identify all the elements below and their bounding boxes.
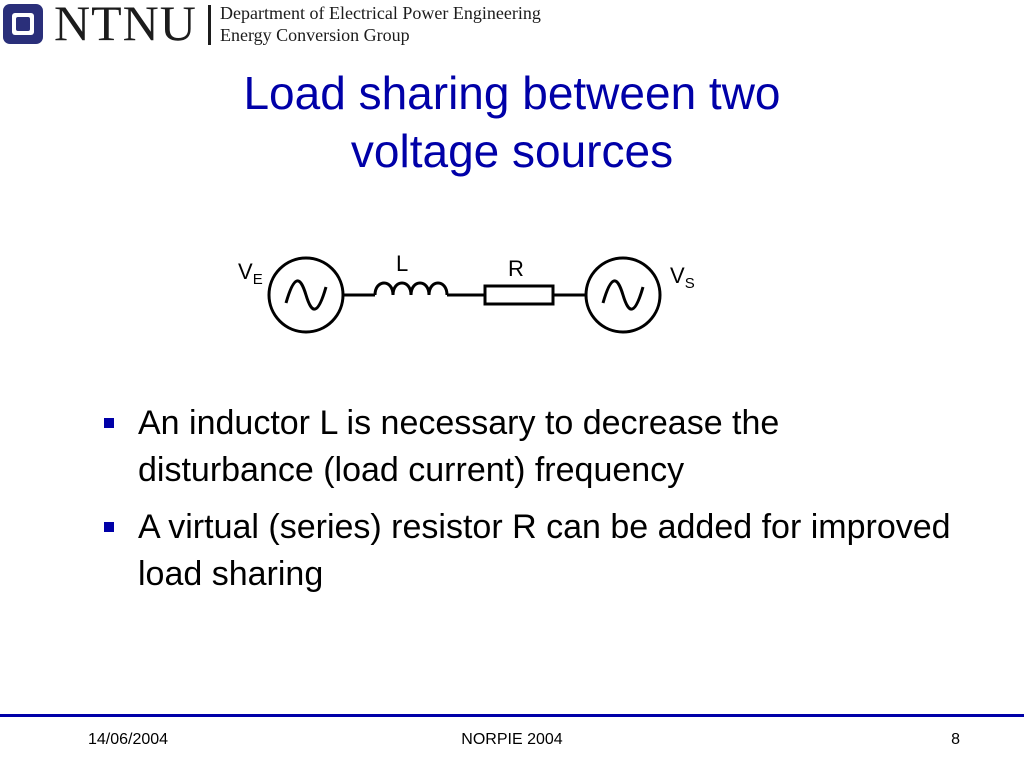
- footer-date: 14/06/2004: [88, 731, 169, 748]
- source-e-label-main: V: [238, 259, 253, 284]
- slide-title: Load sharing between two voltage sources: [0, 64, 1024, 180]
- slide-header: NTNU Department of Electrical Power Engi…: [0, 0, 1024, 48]
- source-e-sine-icon: [284, 279, 328, 311]
- title-line-2: voltage sources: [350, 125, 674, 177]
- resistor-label: R: [508, 256, 524, 281]
- bullet-list: An inductor L is necessary to decrease t…: [98, 400, 958, 608]
- brand-divider: [208, 5, 211, 45]
- inductor-symbol: [373, 281, 449, 296]
- footer-page-number: 8: [951, 731, 960, 748]
- bullet-item: A virtual (series) resistor R can be add…: [98, 504, 958, 598]
- bullet-text: An inductor L is necessary to decrease t…: [138, 404, 780, 489]
- inductor-label: L: [396, 251, 408, 276]
- source-s-label: VS: [670, 263, 695, 292]
- source-e-label-sub: E: [253, 271, 263, 288]
- resistor-symbol: [483, 284, 555, 306]
- bullet-text: A virtual (series) resistor R can be add…: [138, 508, 951, 593]
- source-s-sine-icon: [601, 279, 645, 311]
- square-bullet-icon: [104, 522, 114, 532]
- department-name: Department of Electrical Power Engineeri…: [220, 3, 541, 23]
- source-e-label: VE: [238, 259, 263, 288]
- brand-name: NTNU: [54, 0, 197, 51]
- square-bullet-icon: [104, 418, 114, 428]
- title-line-1: Load sharing between two: [243, 67, 781, 119]
- department-text: Department of Electrical Power Engineeri…: [220, 2, 541, 46]
- source-s-label-sub: S: [685, 275, 695, 292]
- footer-divider: [0, 714, 1024, 717]
- footer-conference: NORPIE 2004: [461, 731, 563, 748]
- ntnu-logo-icon: [3, 4, 43, 44]
- source-s-label-main: V: [670, 263, 685, 288]
- bullet-item: An inductor L is necessary to decrease t…: [98, 400, 958, 494]
- group-name: Energy Conversion Group: [220, 25, 410, 45]
- source-s-symbol: [584, 256, 662, 334]
- circuit-diagram: VE L R VS: [238, 251, 695, 334]
